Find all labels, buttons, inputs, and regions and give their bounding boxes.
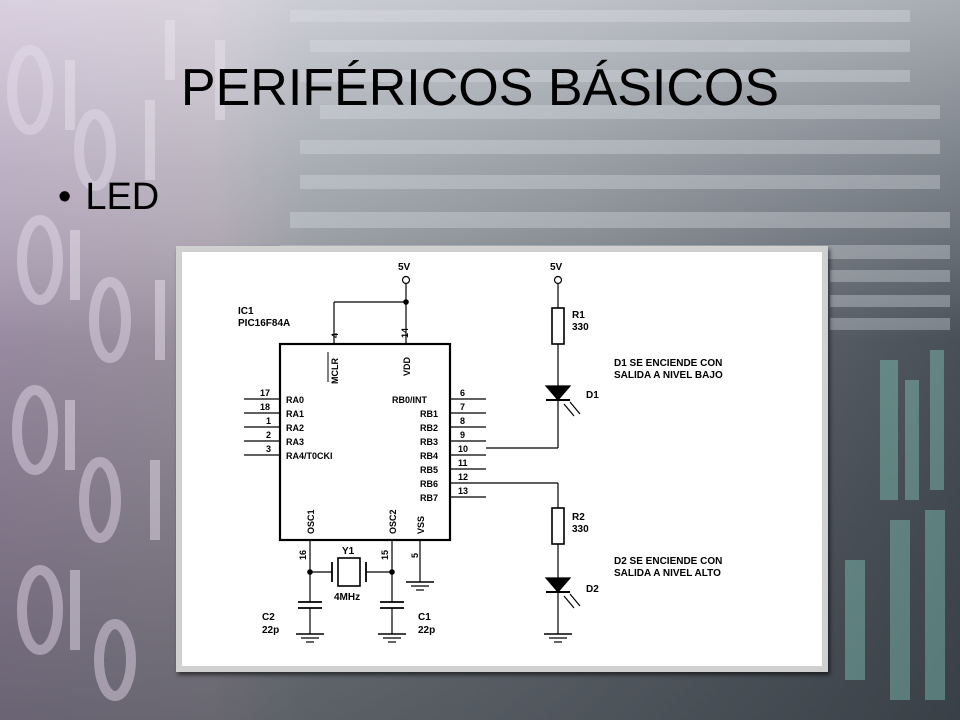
d1-light-arrow-2 [569,401,581,415]
junction-osc2 [389,569,395,575]
ic-pin-vss: VSS [416,516,426,534]
ic-pin-num-mclr: 4 [330,333,340,338]
crystal-y1 [337,557,361,587]
r2-ref: R2 [572,512,585,523]
right-pin-num-3: 9 [460,430,465,440]
left-pin-num-3: 2 [266,430,271,440]
junction-osc1 [307,569,313,575]
d2-light-arrow-1 [563,595,575,609]
junction-vdd [403,299,409,305]
left-pin-num-2: 1 [266,416,271,426]
supply-label-r1: 5V [550,262,563,273]
ic-part: PIC16F84A [238,318,290,329]
schematic-frame: 5V 5V IC1 PIC16F84A 4 14 MCLR VDD 17 18 … [176,246,828,672]
resistor-r2 [551,507,565,545]
ic-ref: IC1 [238,306,254,317]
schematic-canvas: 5V 5V IC1 PIC16F84A 4 14 MCLR VDD 17 18 … [182,252,822,666]
c1-value: 22p [418,625,435,636]
d1-note-line1: D1 SE ENCIENDE CON [614,358,722,369]
right-pin-num-4: 10 [458,444,468,454]
supply-terminal-ic [401,275,411,285]
diode-d1-body [544,385,572,401]
c2-value: 22p [262,625,279,636]
bullet-text: LED [85,176,160,218]
diode-d2-body [544,577,572,593]
ic-pin-num-osc2: 15 [380,550,390,560]
r2-value: 330 [572,524,589,535]
ic-pin-osc2: OSC2 [388,509,398,534]
right-pin-num-7: 13 [458,486,468,496]
right-pin-name-5: RB5 [420,465,438,475]
d2-ref: D2 [586,584,599,595]
d2-light-arrow-2 [569,593,581,607]
d1-light-arrow-1 [563,403,575,417]
d2-note-line2: SALIDA A NIVEL ALTO [614,568,721,579]
left-pin-name-2: RA2 [286,423,304,433]
right-pin-name-4: RB4 [420,451,438,461]
supply-label-ic: 5V [398,262,411,273]
right-pin-num-1: 7 [460,402,465,412]
right-pin-name-7: RB7 [420,493,438,503]
right-pin-name-0: RB0/INT [392,395,428,405]
left-pin-name-1: RA1 [286,409,304,419]
c2-ref: C2 [262,612,275,623]
right-pin-num-6: 12 [458,472,468,482]
left-pin-num-4: 3 [266,444,271,454]
right-pin-name-6: RB6 [420,479,438,489]
supply-terminal-r1 [553,275,563,285]
right-pin-name-2: RB2 [420,423,438,433]
d1-note-line2: SALIDA A NIVEL BAJO [614,370,723,381]
ic-pin-vdd: VDD [402,356,412,376]
y1-value: 4MHz [334,592,360,603]
left-pin-num-0: 17 [260,388,270,398]
d2-note-line1: D2 SE ENCIENDE CON [614,556,722,567]
right-pin-num-5: 11 [458,458,468,468]
left-pin-num-1: 18 [260,402,270,412]
ic-pin-num-vdd: 14 [400,328,410,338]
left-pin-name-0: RA0 [286,395,304,405]
ic-pin-num-osc1: 16 [298,550,308,560]
ic-pin-osc1: OSC1 [306,509,316,534]
r1-ref: R1 [572,310,585,321]
left-pin-name-3: RA3 [286,437,304,447]
ic-body [278,342,452,542]
ic-pin-mclr: MCLR [330,358,340,384]
left-pin-name-4: RA4/T0CKI [286,451,333,461]
right-pin-name-3: RB3 [420,437,438,447]
led-schematic: 5V 5V IC1 PIC16F84A 4 14 MCLR VDD 17 18 … [238,262,723,643]
resistor-r1 [551,307,565,345]
c1-ref: C1 [418,612,431,623]
slide-title: PERIFÉRICOS BÁSICOS [180,59,780,117]
ic-pin-num-vss: 5 [410,553,420,558]
y1-ref: Y1 [342,546,355,557]
bullet-dot: • [58,176,72,218]
right-pin-num-2: 8 [460,416,465,426]
right-pin-num-0: 6 [460,388,465,398]
d1-ref: D1 [586,390,599,401]
r1-value: 330 [572,322,589,333]
right-pin-name-1: RB1 [420,409,438,419]
bullet-item: • LED [58,176,159,219]
